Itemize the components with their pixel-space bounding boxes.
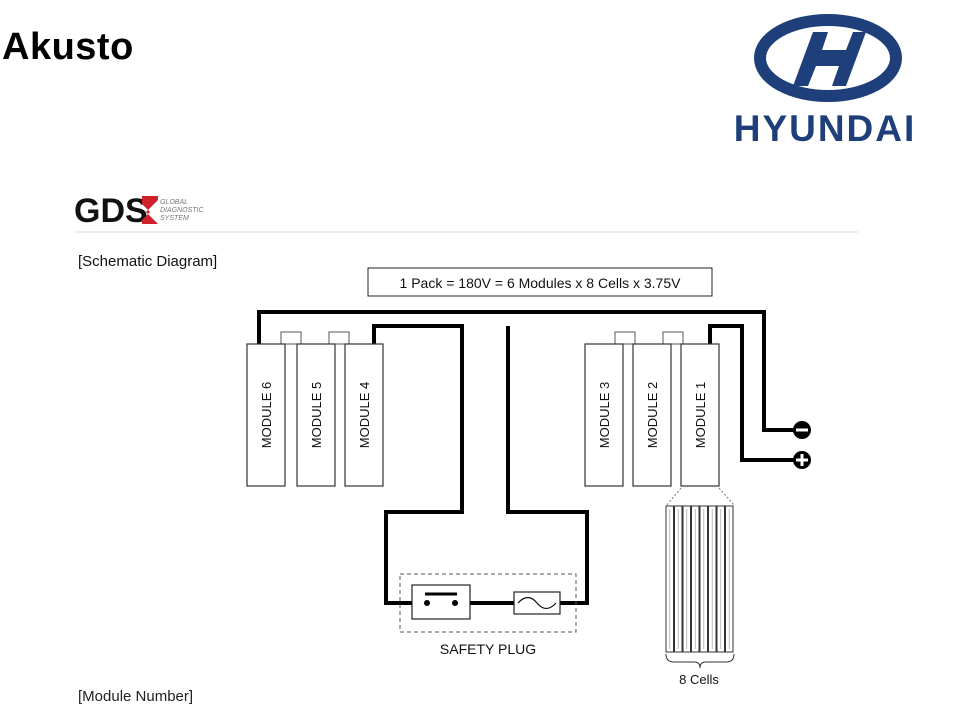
next-section-heading: [Module Number]	[78, 688, 194, 705]
cells-label: 8 Cells	[679, 672, 719, 687]
fuse-icon	[513, 591, 561, 615]
hyundai-logo: HYUNDAI	[734, 14, 917, 148]
gds-tagline-3: SYSTEM	[160, 215, 189, 222]
formula-box	[367, 267, 713, 297]
negative-terminal-icon	[793, 421, 811, 439]
gds-logo: GDS GLOBAL DIAGNOSTIC SYSTEM	[74, 192, 205, 230]
hyundai-wordmark: HYUNDAI	[734, 108, 917, 148]
module-3-label: MODULE 3	[597, 382, 612, 448]
module-5: MODULE 5	[296, 343, 336, 487]
main-wiring	[257, 310, 795, 605]
safety-plug-box	[399, 573, 577, 633]
module-2-label: MODULE 2	[645, 382, 660, 448]
gds-tagline-1: GLOBAL	[160, 199, 188, 206]
plug-switch-icon	[411, 584, 471, 620]
module-1: MODULE 1	[680, 343, 720, 487]
positive-terminal-icon	[793, 451, 811, 469]
module-6-label: MODULE 6	[259, 382, 274, 448]
hyundai-emblem-icon	[754, 14, 902, 102]
module-4-label: MODULE 4	[357, 382, 372, 448]
module-1-label: MODULE 1	[693, 382, 708, 448]
gds-accent-icon	[142, 196, 158, 224]
safety-plug-label: SAFETY PLUG	[440, 641, 536, 657]
diagram-heading: [Schematic Diagram]	[78, 253, 217, 270]
gds-wordmark: GDS	[74, 192, 148, 230]
module-5-label: MODULE 5	[309, 382, 324, 448]
cell-expansion-lines	[665, 487, 736, 507]
module-6: MODULE 6	[246, 343, 286, 487]
module-connectors	[280, 331, 684, 345]
cells-brace	[665, 653, 735, 669]
gds-tagline-2: DIAGNOSTIC	[160, 207, 205, 214]
cell-stack	[665, 505, 734, 653]
module-2: MODULE 2	[632, 343, 672, 487]
slide-title: Akusto	[2, 26, 134, 68]
module-4: MODULE 4	[344, 343, 384, 487]
module-3: MODULE 3	[584, 343, 624, 487]
formula-text: 1 Pack = 180V = 6 Modules x 8 Cells x 3.…	[400, 275, 682, 291]
